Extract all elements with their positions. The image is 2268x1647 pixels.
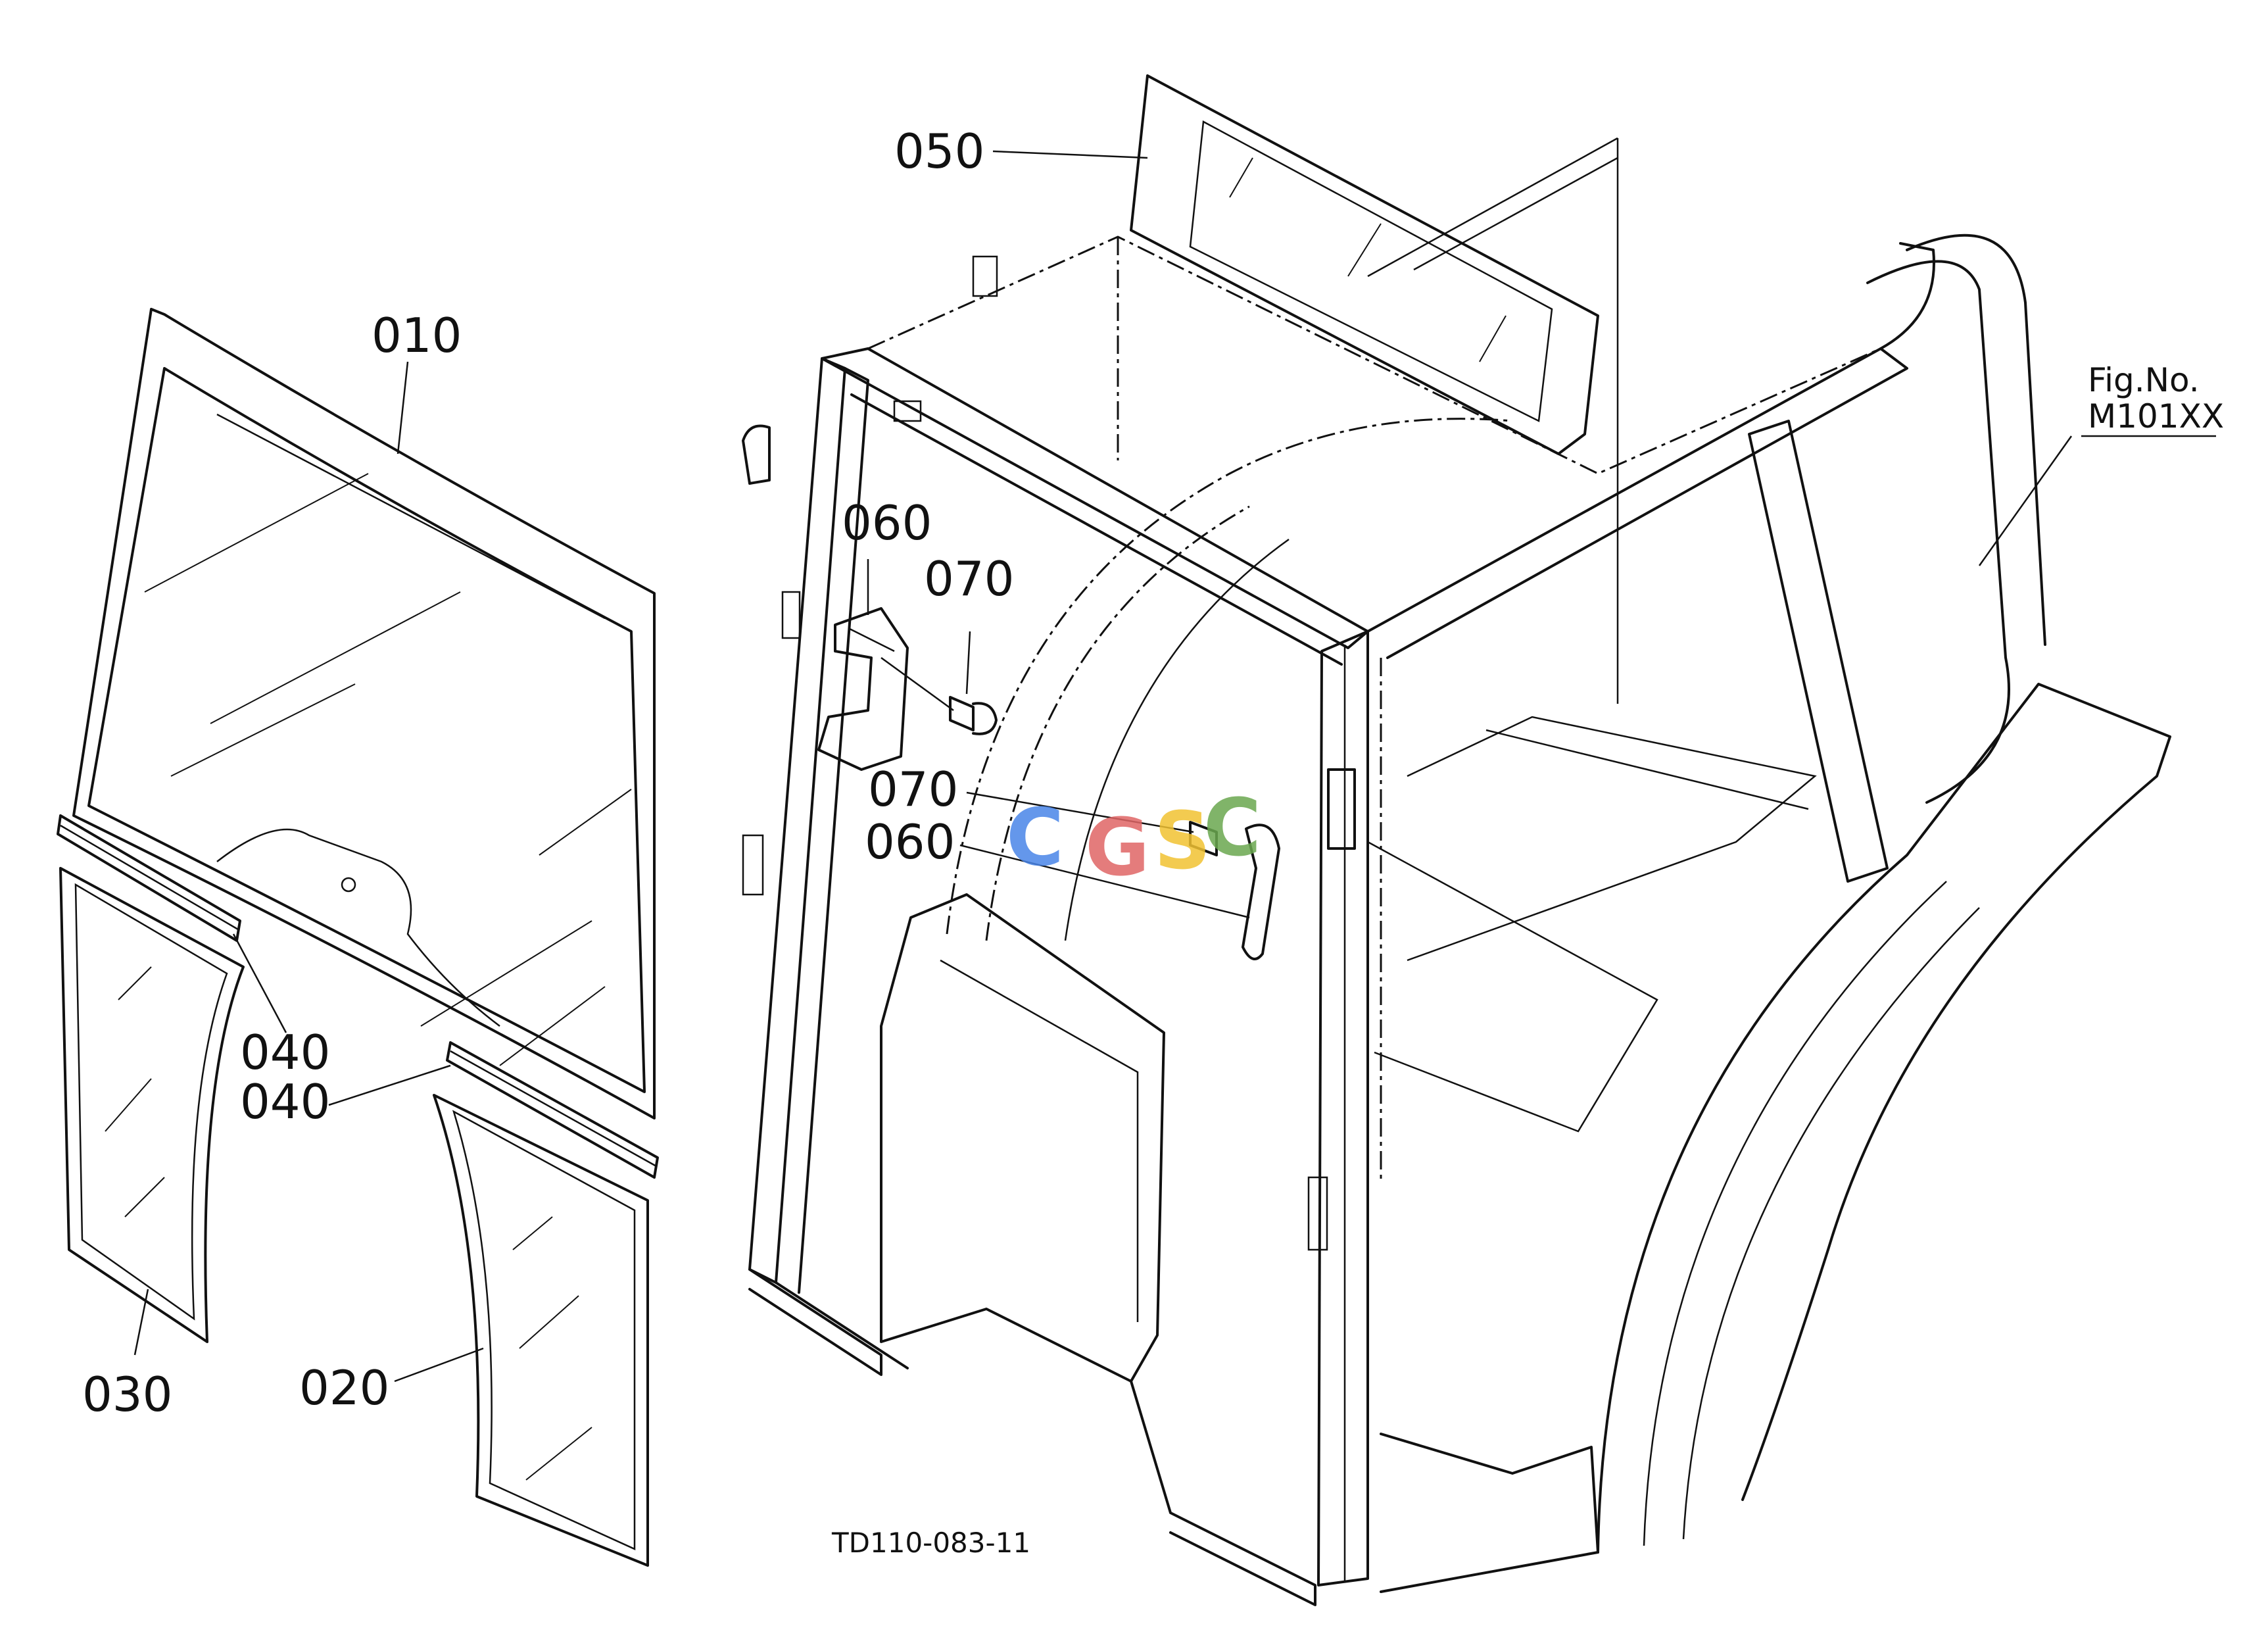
side-glass-030	[59, 867, 245, 1343]
callout-labels: 010 050 060 070 070 060 040 040 030 020 …	[82, 124, 2224, 1559]
grab-handle-060-upper	[817, 607, 909, 771]
cab-frame	[742, 234, 2171, 1606]
watermark: C G S C	[1006, 783, 1261, 894]
watermark-letter-2: G	[1085, 802, 1150, 894]
windshield-010	[72, 308, 656, 1119]
rear-glass-050	[1130, 74, 1599, 455]
callout-040-lower: 040	[240, 1074, 330, 1129]
grab-handle-060-lower	[1242, 823, 1280, 960]
watermark-letter-4: C	[1203, 783, 1261, 874]
callout-030: 030	[82, 1367, 172, 1422]
callout-060-lower: 060	[865, 814, 955, 870]
callout-070-upper: 070	[924, 551, 1014, 606]
callout-060-upper: 060	[842, 495, 932, 551]
side-glass-020	[433, 1094, 649, 1567]
leader-lines	[133, 137, 2216, 1383]
callout-040-upper: 040	[240, 1025, 330, 1080]
fig-no-label: Fig.No.	[2088, 361, 2200, 399]
callout-070-lower: 070	[868, 762, 958, 817]
watermark-letter-1: C	[1006, 793, 1064, 884]
bolt-070-lower	[1189, 821, 1218, 856]
seal-strip-040-left	[57, 814, 241, 942]
seal-strip-040-right	[446, 1041, 659, 1179]
callout-050: 050	[894, 124, 984, 179]
callout-020: 020	[299, 1360, 389, 1415]
callout-010: 010	[372, 308, 462, 363]
watermark-letter-3: S	[1154, 796, 1211, 887]
fig-no-value: M101XX	[2088, 397, 2224, 435]
drawing-code: TD110-083-11	[831, 1527, 1030, 1559]
bolt-070-upper	[949, 696, 998, 735]
